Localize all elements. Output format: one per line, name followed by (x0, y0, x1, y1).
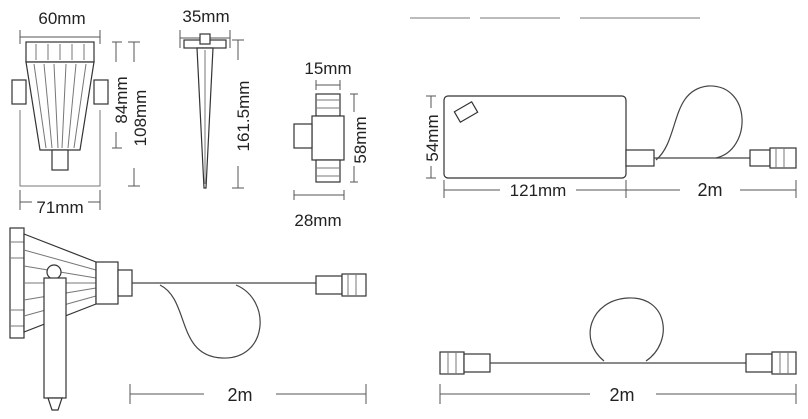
connector-width-label: 15mm (304, 59, 351, 78)
driver-length-label: 121mm (510, 181, 567, 200)
light-head-drawing (11, 30, 140, 210)
light-bottom-width-label: 71mm (36, 198, 83, 217)
assembled-cable-label: 2m (227, 385, 252, 405)
driver-height-label: 54mm (423, 114, 442, 161)
connector-bottom-width-label: 28mm (294, 211, 341, 230)
light-total-height-label: 108mm (131, 90, 150, 147)
light-top-width-label: 60mm (38, 9, 85, 28)
driver-cable-label: 2m (697, 180, 722, 200)
stake-height-label: 161.5mm (234, 81, 253, 152)
stake-width-label: 35mm (182, 7, 229, 26)
assembled-light-drawing (9, 227, 367, 411)
light-inner-height-label: 84mm (112, 76, 131, 123)
connector-height-label: 58mm (351, 116, 370, 163)
extension-cable-label: 2m (609, 385, 634, 405)
power-driver-drawing (410, 17, 797, 198)
extension-cable-drawing (439, 297, 797, 404)
stake-drawing (179, 30, 244, 189)
t-connector-drawing (293, 80, 358, 200)
